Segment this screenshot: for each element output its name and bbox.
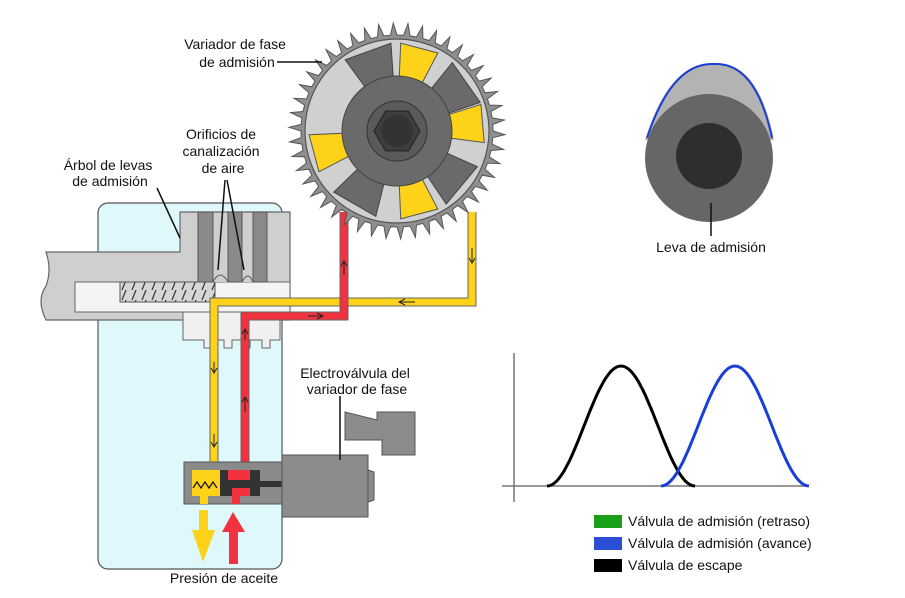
phase-variator-label: Variador de fase de admisión: [184, 36, 290, 70]
air-orifices-label: Orificios de canalización de aire: [183, 126, 264, 176]
legend-label: Válvula de admisión (retraso): [628, 513, 811, 529]
spool-valve: [183, 461, 283, 505]
flow-arrows: [210, 248, 476, 448]
oil-pressure-label: Presión de aceite: [170, 570, 278, 586]
legend-item-exhaust: Válvula de escape: [594, 554, 812, 576]
legend-item-intake-retard: Válvula de admisión (retraso): [594, 510, 812, 532]
valve-lift-curve: [546, 364, 696, 488]
chart-legend: Válvula de admisión (retraso) Válvula de…: [594, 510, 812, 576]
valve-lift-chart: [502, 353, 810, 502]
solenoid-label: Electroválvula del variador de fase: [300, 365, 414, 397]
intake-cam: [645, 62, 774, 236]
valve-lift-curve: [660, 364, 810, 488]
intake-cam-label: Leva de admisión: [656, 239, 766, 255]
legend-label: Válvula de escape: [628, 557, 743, 573]
legend-label: Válvula de admisión (avance): [628, 535, 812, 551]
oil-pressure-arrows: [192, 510, 245, 564]
oil-out-arrow: [199, 510, 208, 532]
camshaft: [40, 211, 291, 349]
legend-item-intake-advance: Válvula de admisión (avance): [594, 532, 812, 554]
legend-swatch: [594, 558, 622, 572]
bolt-head: [381, 115, 413, 147]
camshaft-label: Árbol de levas de admisión: [64, 157, 157, 189]
solenoid-valve: [281, 411, 416, 518]
leader-lines: [156, 61, 341, 460]
legend-swatch: [594, 536, 622, 550]
cam-profile-outline: [646, 62, 773, 139]
legend-swatch: [594, 514, 622, 528]
oil-in-arrow: [229, 530, 238, 564]
phase-variator-gear: [287, 21, 507, 241]
